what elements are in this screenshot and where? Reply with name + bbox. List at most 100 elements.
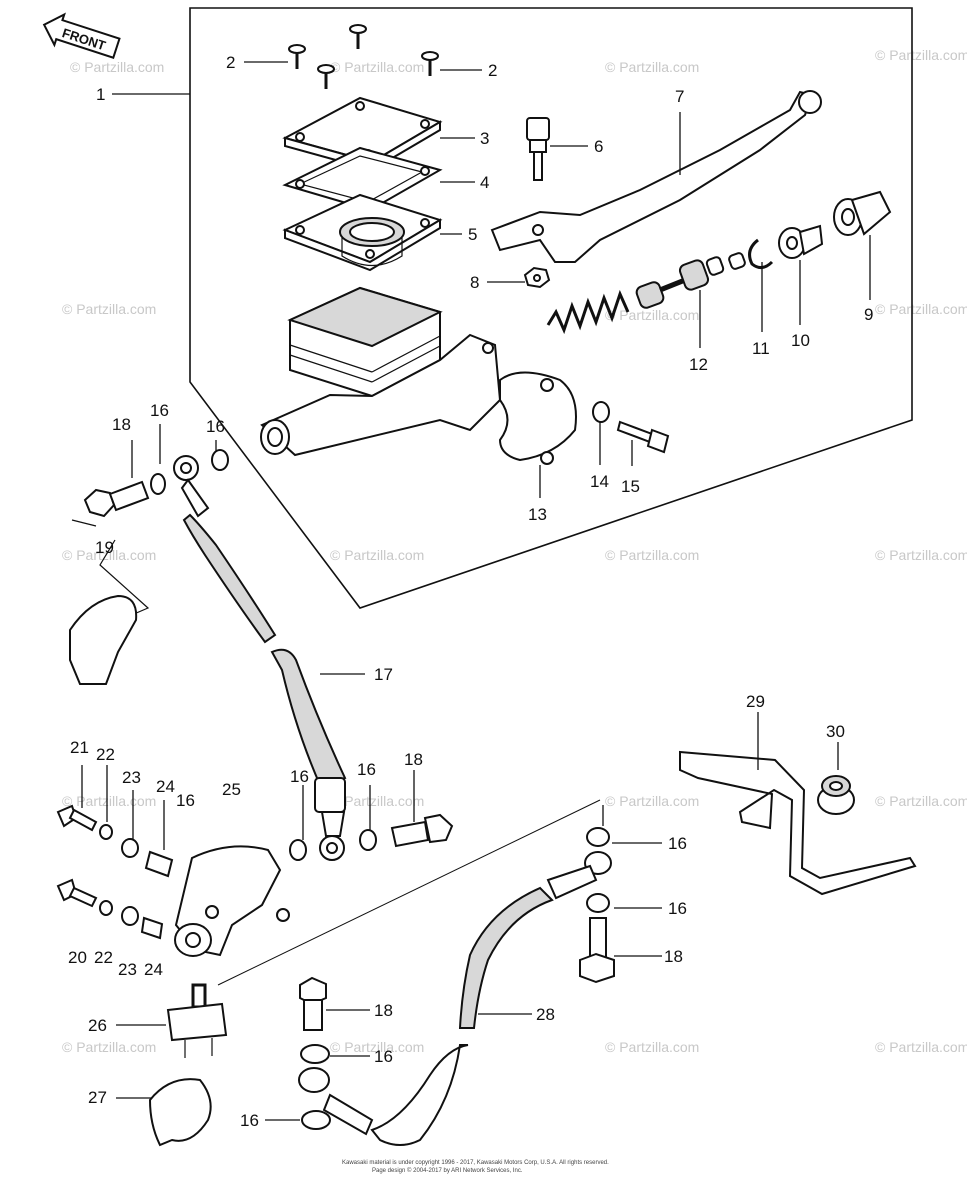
lever-pivot-bolt	[526, 117, 550, 181]
watermark: © Partzilla.com	[62, 547, 156, 563]
lower-washers-bolts	[299, 827, 615, 1130]
reservoir-screws	[288, 24, 439, 89]
brake-light-switch	[166, 983, 228, 1058]
callout-18: 18	[112, 415, 131, 434]
callout-23: 23	[122, 768, 141, 787]
callout-8: 8	[470, 273, 479, 292]
banjo-cover-boot	[69, 519, 150, 685]
mount-bolt-upper	[56, 804, 174, 878]
watermark: © Partzilla.com	[330, 59, 424, 75]
callout-12: 12	[689, 355, 708, 374]
brake-hose-lower	[298, 864, 598, 1146]
callout-5: 5	[468, 225, 477, 244]
watermark: © Partzilla.com	[330, 547, 424, 563]
master-cylinder-body	[260, 286, 502, 457]
banjo-bolt-mid	[390, 813, 454, 848]
callout-3: 3	[480, 129, 489, 148]
callout-24: 24	[156, 777, 175, 796]
dust-boot	[833, 190, 892, 236]
callout-4: 4	[480, 173, 489, 192]
hose-bracket	[679, 750, 917, 896]
callout-1: 1	[96, 85, 105, 104]
watermark: © Partzilla.com	[330, 1039, 424, 1055]
clamp-washer	[592, 401, 610, 423]
callout-16: 16	[176, 791, 195, 810]
piston-assembly	[635, 252, 746, 309]
callout-6: 6	[594, 137, 603, 156]
watermark: © Partzilla.com	[875, 301, 967, 317]
callout-27: 27	[88, 1088, 107, 1107]
callout-16: 16	[668, 834, 687, 853]
callout-11: 11	[752, 339, 770, 358]
callout-16: 16	[150, 401, 169, 420]
front-arrow: FRONT	[42, 12, 121, 59]
watermark: © Partzilla.com	[605, 59, 699, 75]
callout-7: 7	[675, 87, 684, 106]
banjo-bolt-left	[83, 473, 166, 518]
return-spring	[546, 289, 630, 335]
callout-14: 14	[590, 472, 609, 491]
watermark: © Partzilla.com	[875, 47, 967, 63]
callout-17: 17	[374, 665, 393, 684]
callout-22: 22	[96, 745, 115, 764]
callout-16: 16	[357, 760, 376, 779]
copyright: Kawasaki material is under copyright 199…	[342, 1160, 609, 1174]
clamp-bolt	[616, 420, 670, 454]
grommet	[817, 775, 855, 815]
callout-26: 26	[88, 1016, 107, 1035]
diaphragm	[282, 193, 443, 272]
brake-lever	[490, 90, 822, 263]
callout-9: 9	[864, 305, 873, 324]
callout-2: 2	[226, 53, 235, 72]
callout-18: 18	[374, 1001, 393, 1020]
watermarks: © Partzilla.com © Partzilla.com © Partzi…	[62, 47, 967, 1055]
hose-joint	[174, 845, 290, 957]
watermark: © Partzilla.com	[875, 793, 967, 809]
callout-24: 24	[144, 960, 163, 979]
callout-16: 16	[240, 1111, 259, 1130]
callout-16: 16	[668, 899, 687, 918]
watermark: © Partzilla.com	[62, 793, 156, 809]
assembly-frame	[189, 7, 913, 609]
watermark: © Partzilla.com	[605, 547, 699, 563]
banjo-fitting-upper	[173, 449, 229, 518]
watermark: © Partzilla.com	[605, 307, 699, 323]
watermark: © Partzilla.com	[70, 59, 164, 75]
callout-20: 20	[68, 948, 87, 967]
callout-22: 22	[94, 948, 113, 967]
callout-21: 21	[70, 738, 89, 757]
callouts: 1 2 2 3 4 5 6 7 8 9 10 11 12 13 14 15 16…	[68, 53, 873, 1130]
watermark: © Partzilla.com	[875, 547, 967, 563]
callout-25: 25	[222, 780, 241, 799]
copyright-line-2: Page design © 2004-2017 by ARI Network S…	[372, 1167, 523, 1174]
callout-16: 16	[374, 1047, 393, 1066]
mid-washers	[289, 829, 377, 861]
leader-lines	[81, 61, 871, 1121]
circlip	[748, 238, 774, 269]
callout-2: 2	[488, 61, 497, 80]
copyright-line-1: Kawasaki material is under copyright 199…	[342, 1160, 609, 1166]
watermark: © Partzilla.com	[62, 301, 156, 317]
mount-bolt-lower	[56, 878, 164, 940]
watermark: © Partzilla.com	[330, 793, 424, 809]
retainer	[778, 224, 824, 259]
callout-13: 13	[528, 505, 547, 524]
callout-15: 15	[621, 477, 640, 496]
callout-16: 16	[290, 767, 309, 786]
callout-16: 16	[206, 417, 225, 436]
callout-19: 19	[95, 538, 114, 557]
callout-18: 18	[404, 750, 423, 769]
watermark: © Partzilla.com	[605, 793, 699, 809]
watermark: © Partzilla.com	[875, 1039, 967, 1055]
diaphragm-plate	[282, 146, 443, 212]
callout-10: 10	[791, 331, 810, 350]
callout-29: 29	[746, 692, 765, 711]
callout-18: 18	[664, 947, 683, 966]
watermark: © Partzilla.com	[62, 1039, 156, 1055]
brake-hose-upper	[182, 513, 347, 861]
pivot-nut	[523, 266, 551, 289]
handlebar-clamp	[498, 371, 577, 465]
callout-30: 30	[826, 722, 845, 741]
watermark: © Partzilla.com	[605, 1039, 699, 1055]
